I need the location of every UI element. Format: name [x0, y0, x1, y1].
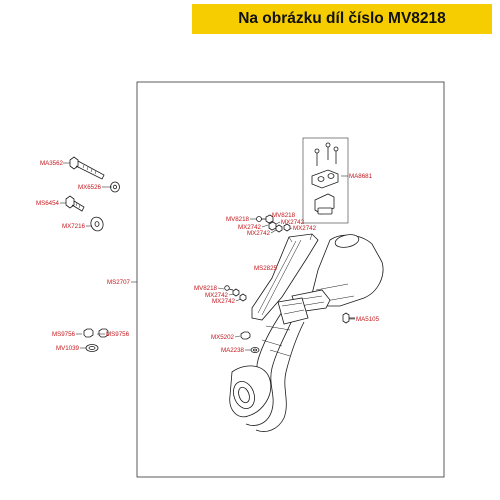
header-pipes: [229, 297, 309, 432]
bolt-ms6454: [65, 195, 85, 212]
label-mv8218-a: MV8218: [226, 216, 250, 223]
banner-text: Na obrázku díl číslo MV8218: [238, 10, 446, 27]
label-ma3562: MA3562: [40, 160, 64, 167]
label-mx2742-d: MX2742: [293, 225, 317, 232]
label-ms2707: MS2707: [107, 279, 131, 286]
bolt-ma5105: [342, 312, 355, 324]
label-mx5202: MX5202: [211, 334, 235, 341]
label-mx6526: MX6526: [78, 184, 102, 191]
bolt-ma3562: [69, 156, 105, 180]
muffler: [291, 234, 384, 313]
label-ma8681: MA8681: [349, 173, 373, 180]
label-mx2742-a: MX2742: [238, 224, 262, 231]
label-mx2742-f: MX2742: [212, 298, 236, 305]
leader-lines: [60, 162, 355, 351]
label-ms6454: MS6454: [36, 200, 60, 207]
screw-mv8218-upper: [256, 216, 266, 222]
label-ms9756-a: MS9756: [52, 331, 76, 338]
bracket-group-box: [302, 137, 349, 224]
label-mx2742-b: MX2742: [281, 219, 305, 226]
bracket-ma8681: [311, 142, 339, 215]
label-ma2238: MA2238: [221, 347, 245, 354]
part-labels: MA3562 MX6526 MS6454 MX7216 MS2707 MA868…: [36, 160, 380, 354]
part-number-banner: Na obrázku díl číslo MV8218: [192, 4, 492, 34]
clip-mx2742-lower: [232, 288, 247, 302]
label-mx2742-c: MX2742: [247, 230, 271, 237]
gasket-mv1039: [85, 344, 99, 352]
heat-shield-ms2825: [251, 233, 319, 321]
label-ma5105: MA5105: [356, 316, 380, 323]
washer-mx7216: [90, 216, 104, 232]
diagram-frame: [136, 81, 445, 478]
gasket-ma2238: [250, 346, 260, 353]
washer-mx6526: [110, 181, 120, 193]
nut-ms9756-left: [83, 328, 94, 338]
screw-mv8218-lower: [224, 285, 234, 291]
label-mx7216: MX7216: [62, 223, 86, 230]
nut-mx5202: [240, 331, 251, 340]
label-mx2742-e: MX2742: [205, 292, 229, 299]
nut-ms9756-right: [98, 328, 109, 338]
label-mv8218-c: MV8218: [194, 285, 218, 292]
label-ms2825: MS2825: [254, 265, 278, 272]
label-ms9756-b: MS9756: [106, 331, 130, 338]
label-mv8218-b: MV8218: [272, 212, 296, 219]
clip-mx2742-upper: [265, 214, 291, 233]
label-mv1039: MV1039: [56, 345, 80, 352]
